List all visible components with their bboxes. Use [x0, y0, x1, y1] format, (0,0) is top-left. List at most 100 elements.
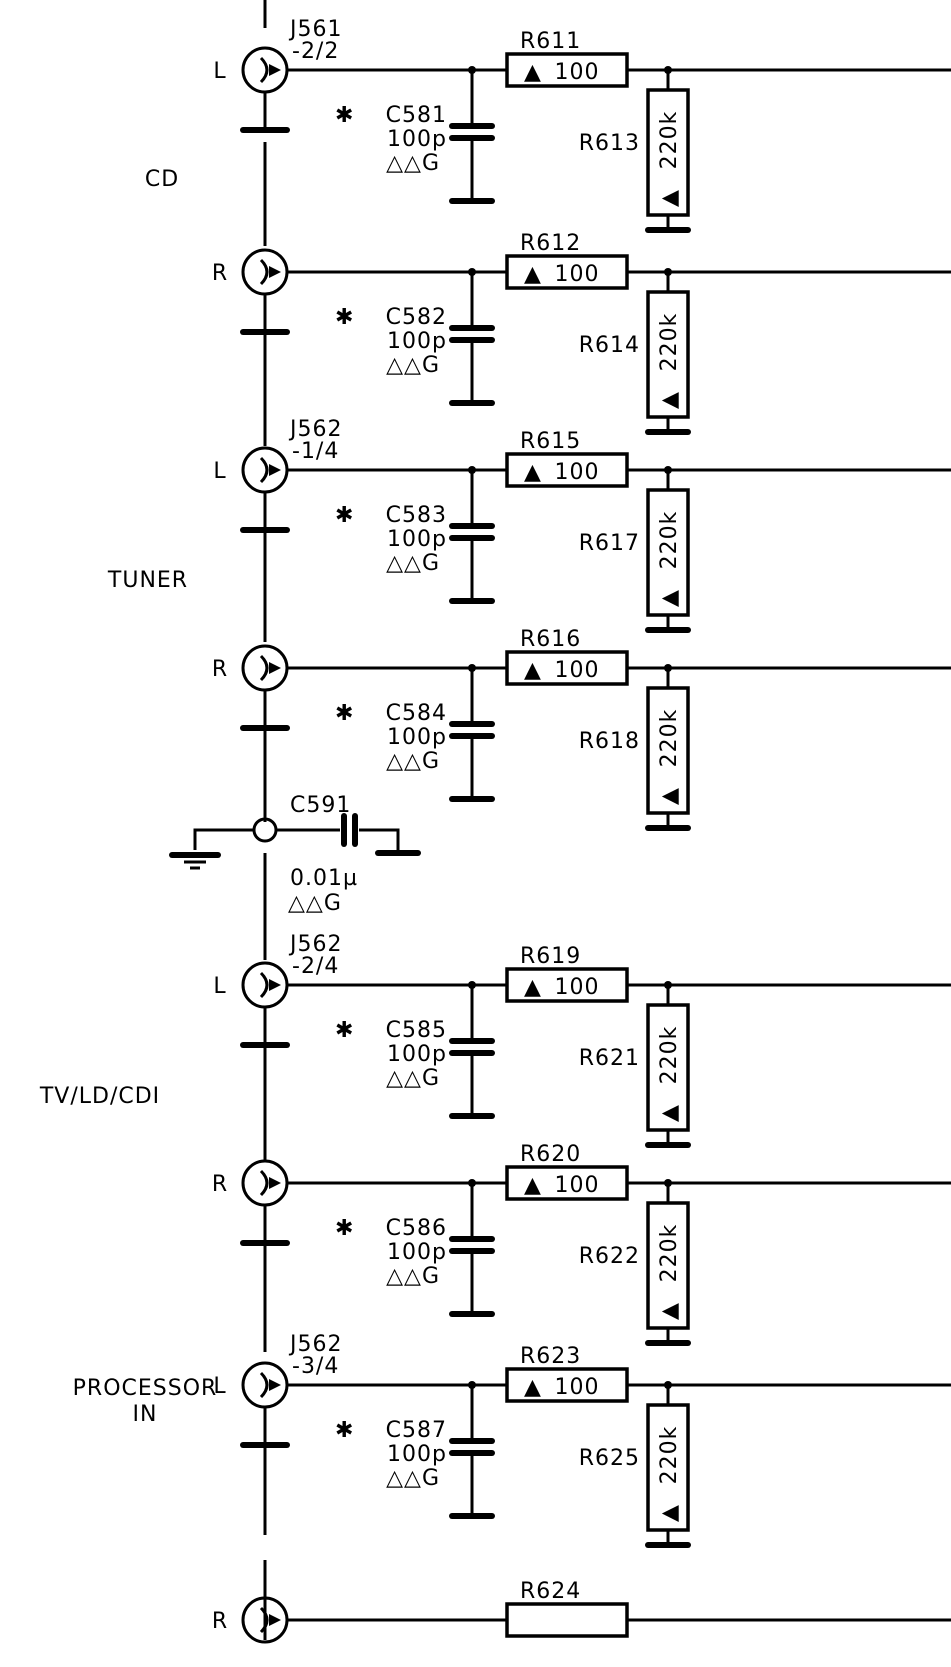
- shunt-resistor-value: 220k: [657, 1426, 682, 1485]
- shunt-resistor-ref: R621: [579, 1046, 640, 1071]
- jack-pin: -1/4: [292, 439, 339, 464]
- cap-value: 100p: [387, 1442, 447, 1467]
- shunt-resistor-value: 220k: [657, 313, 682, 372]
- series-resistor-ref: R611: [520, 29, 581, 54]
- jack-contact-icon: [259, 1371, 269, 1399]
- shunt-resistor-ref: R613: [579, 131, 640, 156]
- series-resistor-value: 100: [555, 658, 600, 683]
- shunt-resistor-ref: R618: [579, 729, 640, 754]
- cap-ref: C581: [386, 103, 447, 128]
- channel-side-label: L: [213, 974, 226, 999]
- cap-value: 100p: [387, 329, 447, 354]
- resistor-mark-icon: ▲: [524, 60, 542, 85]
- shunt-resistor-value: 220k: [657, 511, 682, 570]
- cap-type: △△G: [386, 1466, 440, 1491]
- chassis-terminal-icon: [252, 817, 278, 843]
- series-resistor-body: [505, 1165, 629, 1201]
- resistor-mark-icon: ▲: [657, 1504, 682, 1522]
- jack-contact-icon: [259, 258, 269, 286]
- jack-pin: -2/2: [292, 39, 339, 64]
- cap-type: △△G: [386, 1066, 440, 1091]
- cap-mark: ✱: [335, 305, 354, 330]
- series-resistor-ref: R619: [520, 944, 581, 969]
- group-label: PROCESSOR: [73, 1376, 218, 1401]
- resistor-mark-icon: ▲: [657, 1104, 682, 1122]
- cap-value: 100p: [387, 127, 447, 152]
- channel-side-label: L: [213, 459, 226, 484]
- cap-ref: C583: [386, 503, 447, 528]
- channel-side-label: R: [212, 1172, 228, 1197]
- jack-contact-icon: [259, 56, 269, 84]
- shunt-resistor-value: 220k: [657, 111, 682, 170]
- jack-ref: J562: [288, 932, 342, 957]
- group-label: TV/LD/CDI: [39, 1084, 160, 1109]
- group-label: CD: [145, 167, 179, 192]
- jack-contact-icon: [259, 971, 269, 999]
- jack-contact-icon: [259, 654, 269, 682]
- shunt-resistor-body: [646, 88, 690, 217]
- jack-contact-icon: [259, 1606, 269, 1634]
- channel-side-label: L: [213, 59, 226, 84]
- resistor-mark-icon: ▲: [524, 1173, 542, 1198]
- series-resistor-body: [505, 967, 629, 1003]
- series-resistor-value: 100: [555, 60, 600, 85]
- series-resistor-value: 100: [555, 262, 600, 287]
- ground-cap-ref: C591: [290, 793, 351, 818]
- jack-ref: J562: [288, 417, 342, 442]
- series-resistor-ref: R615: [520, 429, 581, 454]
- cap-mark: ✱: [335, 1418, 354, 1443]
- series-resistor-ref: R612: [520, 231, 581, 256]
- jack-arrow-icon: [269, 266, 281, 278]
- jack-arrow-icon: [269, 662, 281, 674]
- jack-arrow-icon: [269, 64, 281, 76]
- shunt-resistor-value: 220k: [657, 1026, 682, 1085]
- jack-arrow-icon: [269, 1177, 281, 1189]
- cap-type: △△G: [386, 353, 440, 378]
- jack-arrow-icon: [269, 464, 281, 476]
- resistor-mark-icon: ▲: [657, 589, 682, 607]
- ground-cap-value: 0.01µ: [290, 866, 358, 891]
- shunt-resistor-ref: R617: [579, 531, 640, 556]
- series-resistor-ref: R620: [520, 1142, 581, 1167]
- cap-mark: ✱: [335, 1018, 354, 1043]
- channel-side-label: R: [212, 657, 228, 682]
- cap-ref: C584: [386, 701, 447, 726]
- resistor-mark-icon: ▲: [524, 262, 542, 287]
- resistor-mark-icon: ▲: [524, 658, 542, 683]
- series-resistor-value: 100: [555, 1173, 600, 1198]
- cap-type: △△G: [386, 749, 440, 774]
- shunt-resistor-ref: R625: [579, 1446, 640, 1471]
- series-resistor-ref: R624: [520, 1579, 581, 1604]
- channel-side-label: L: [213, 1374, 226, 1399]
- cap-ref: C582: [386, 305, 447, 330]
- cap-ref: C586: [386, 1216, 447, 1241]
- resistor-mark-icon: ▲: [657, 391, 682, 409]
- cap-type: △△G: [386, 1264, 440, 1289]
- shunt-resistor-body: [646, 1403, 690, 1532]
- cap-mark: ✱: [335, 701, 354, 726]
- series-resistor-body: [505, 254, 629, 290]
- resistor-mark-icon: ▲: [657, 189, 682, 207]
- shunt-resistor-value: 220k: [657, 709, 682, 768]
- jack-contact-icon: [259, 456, 269, 484]
- cap-value: 100p: [387, 1042, 447, 1067]
- shunt-resistor-value: 220k: [657, 1224, 682, 1283]
- ground-cap-type: △△G: [288, 891, 342, 916]
- series-resistor-body: [505, 52, 629, 88]
- ground-cap-wire: [359, 828, 400, 852]
- resistor-mark-icon: ▲: [524, 460, 542, 485]
- group-label: TUNER: [107, 568, 188, 593]
- shunt-resistor-body: [646, 1201, 690, 1330]
- shunt-resistor-ref: R622: [579, 1244, 640, 1269]
- cap-ref: C587: [386, 1418, 447, 1443]
- series-resistor-body: [505, 452, 629, 488]
- cap-value: 100p: [387, 725, 447, 750]
- series-resistor-value: 100: [555, 975, 600, 1000]
- series-resistor-body: [505, 1367, 629, 1403]
- cap-value: 100p: [387, 527, 447, 552]
